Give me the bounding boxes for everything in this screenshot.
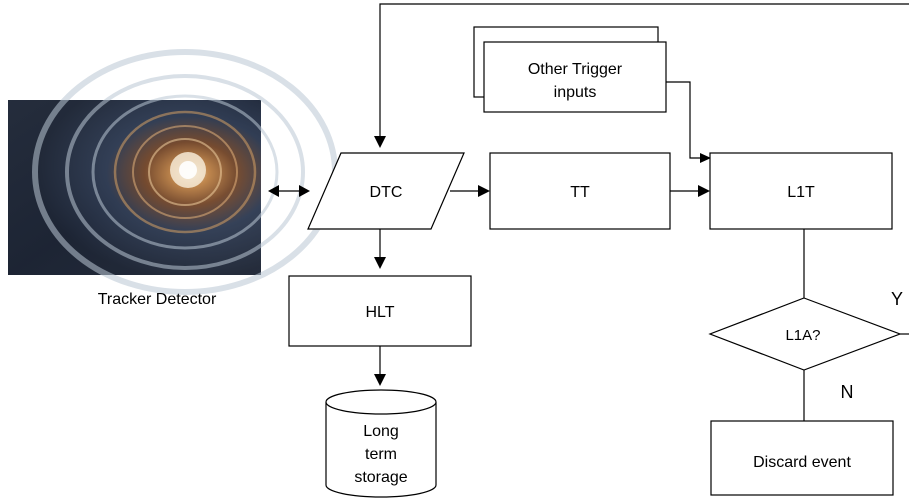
feedback-line xyxy=(379,3,909,138)
detector-arrowhead xyxy=(268,185,279,197)
l1t-node xyxy=(709,152,893,230)
hlt-label: HLT xyxy=(365,304,394,321)
dtc-input-arrowhead xyxy=(299,185,310,197)
other-trigger-inputs-label-line1: Other Trigger xyxy=(528,61,623,78)
dtc-label: DTC xyxy=(370,184,403,201)
storage-label-line3: storage xyxy=(354,469,407,486)
other-trigger-inputs-label-line2: inputs xyxy=(554,84,597,101)
tt-label: TT xyxy=(570,184,590,201)
hlt-node xyxy=(288,275,472,347)
tracker-detector-image xyxy=(8,49,338,295)
decision-yes-label: Y xyxy=(891,289,903,309)
long-term-storage-node xyxy=(325,389,437,498)
tracker-detector-caption: Tracker Detector xyxy=(98,291,217,308)
l1a-decision-label: L1A? xyxy=(785,327,820,344)
dtc-tt-arrowhead xyxy=(478,185,490,197)
other-inputs-connector xyxy=(666,81,702,159)
storage-label-line2: term xyxy=(365,446,397,463)
other-trigger-inputs-box xyxy=(483,41,667,113)
dtc-node xyxy=(307,152,465,230)
dtc-hlt-arrowhead xyxy=(374,257,386,269)
decision-no-label: N xyxy=(841,382,854,402)
tt-l1t-arrowhead xyxy=(698,185,710,197)
tt-node xyxy=(489,152,671,230)
discard-event-label: Discard event xyxy=(753,454,851,471)
hlt-storage-arrowhead xyxy=(374,374,386,386)
feedback-arrowhead xyxy=(374,136,386,148)
l1t-label: L1T xyxy=(787,184,815,201)
discard-event-node xyxy=(710,420,894,496)
storage-label-line1: Long xyxy=(363,423,399,440)
other-inputs-arrowhead xyxy=(700,153,711,163)
